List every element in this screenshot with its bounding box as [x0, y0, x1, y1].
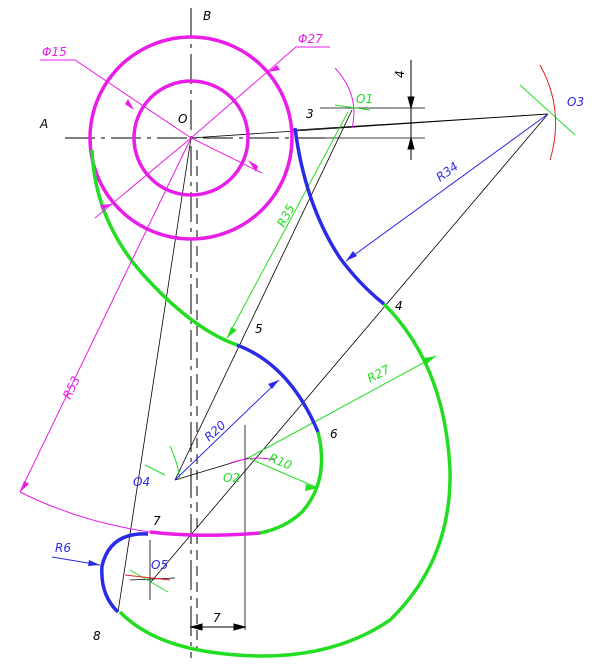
dim-label-dia27: Φ27 — [298, 32, 323, 46]
dim-r35-line — [226, 111, 349, 339]
label-center-o4: O4 — [133, 475, 150, 489]
line-o3-o5 — [149, 113, 549, 584]
arc-r53-thick — [149, 530, 261, 538]
arrowheads — [20, 65, 436, 566]
label-point-8: 8 — [93, 629, 101, 643]
label-point-6: 6 — [330, 427, 338, 441]
line-o-8 — [117, 137, 192, 613]
tick-o3-a — [519, 84, 576, 136]
arc-o1-locus — [334, 67, 355, 129]
arc-r20-blue — [236, 343, 320, 433]
label-center-o5: O5 — [151, 558, 168, 572]
tick-o4 — [144, 464, 166, 476]
tick-o5 — [129, 569, 169, 593]
dim-r53-line — [19, 137, 192, 493]
green-curves — [90, 149, 452, 658]
dim-label-r53: R53 — [60, 374, 83, 401]
dim-label-r10: R10 — [267, 451, 294, 473]
arc-o2-small — [229, 457, 276, 464]
dim-r20-line — [174, 379, 280, 481]
dim-label-r35: R35 — [274, 202, 297, 229]
leader-dia27 — [94, 46, 330, 219]
green-thin-lines — [129, 84, 576, 593]
arc-o3-locus — [539, 64, 557, 161]
dim-r27-line — [247, 355, 437, 459]
label-center-o3: O3 — [567, 95, 584, 109]
label-point-4: 4 — [395, 299, 403, 313]
dim-label-7: 7 — [213, 611, 221, 625]
dim-label-r6: R6 — [55, 541, 71, 555]
arc-r53-thin — [19, 491, 151, 533]
red-arcs — [124, 64, 557, 581]
line-3-o3 — [295, 113, 549, 131]
tick-o5-red — [124, 574, 171, 581]
dim-label-dia15: Φ15 — [42, 45, 67, 59]
label-point-3: 3 — [306, 107, 314, 121]
arc-r27-outer — [118, 302, 452, 658]
arc-r34-blue — [293, 127, 386, 306]
label-center-o1: O1 — [356, 92, 373, 106]
arc-o4-small — [169, 445, 181, 481]
label-point-5: 5 — [255, 322, 263, 336]
blue-curves — [100, 127, 386, 614]
dim-r34-line — [345, 113, 549, 262]
labels: B A O O1 O2 O3 O4 O5 3 4 5 6 7 8 Φ15 Φ27… — [39, 9, 584, 643]
magenta-geometry — [19, 35, 355, 538]
construction-lines — [117, 107, 549, 630]
dim-label-r20: R20 — [202, 418, 229, 444]
tick-o1 — [334, 104, 371, 111]
dim-label-4: 4 — [393, 70, 407, 78]
label-axis-a: A — [39, 117, 48, 131]
label-point-7: 7 — [153, 514, 161, 528]
inner-circle-dia15 — [132, 79, 250, 197]
blue-thin-lines — [51, 113, 549, 566]
dim-4 — [407, 60, 415, 160]
arc-r10-green — [259, 431, 324, 535]
arc-r35-green — [90, 149, 238, 347]
outer-circle-dia27 — [88, 35, 294, 241]
line-o1-o4 — [174, 109, 353, 481]
magenta-thin-lines — [19, 46, 330, 493]
dim-r10-line — [247, 457, 319, 489]
label-center-o: O — [178, 112, 187, 126]
dim-7 — [189, 623, 247, 631]
line-o5-horizontal — [129, 577, 176, 581]
leader-dia15 — [40, 59, 263, 174]
label-axis-b: B — [203, 9, 211, 23]
arc-r6-blue — [100, 532, 149, 614]
label-center-o2: O2 — [223, 471, 240, 485]
